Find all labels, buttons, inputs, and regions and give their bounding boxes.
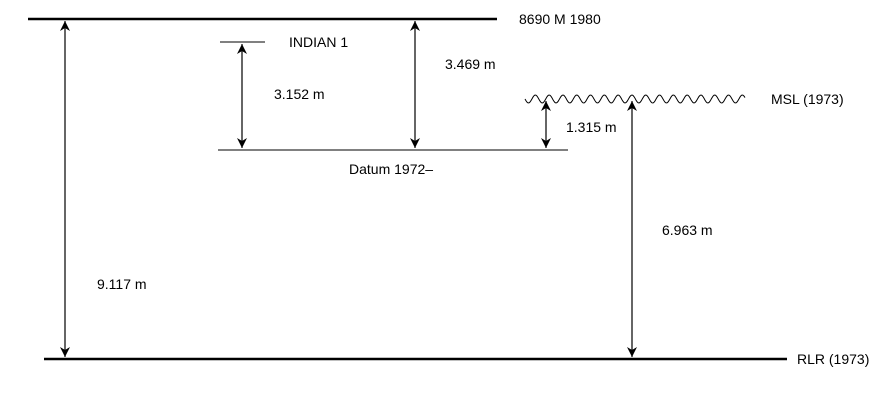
- msl-label: MSL (1973): [771, 91, 844, 107]
- datum-label: Datum 1972–: [349, 161, 433, 177]
- distance-msl-to-datum-label: 1.315 m: [566, 119, 617, 135]
- rlr-label: RLR (1973): [797, 351, 869, 367]
- indian-benchmark-label: INDIAN 1: [289, 34, 348, 50]
- distance-top-to-datum-label: 3.469 m: [445, 56, 496, 72]
- distance-indian-to-datum-label: 3.152 m: [274, 86, 325, 102]
- distance-msl-to-rlr-label: 6.963 m: [662, 222, 713, 238]
- msl-wave-line: [524, 94, 746, 104]
- distance-top-to-rlr-label: 9.117 m: [97, 276, 147, 292]
- top-benchmark-label: 8690 M 1980: [519, 11, 601, 27]
